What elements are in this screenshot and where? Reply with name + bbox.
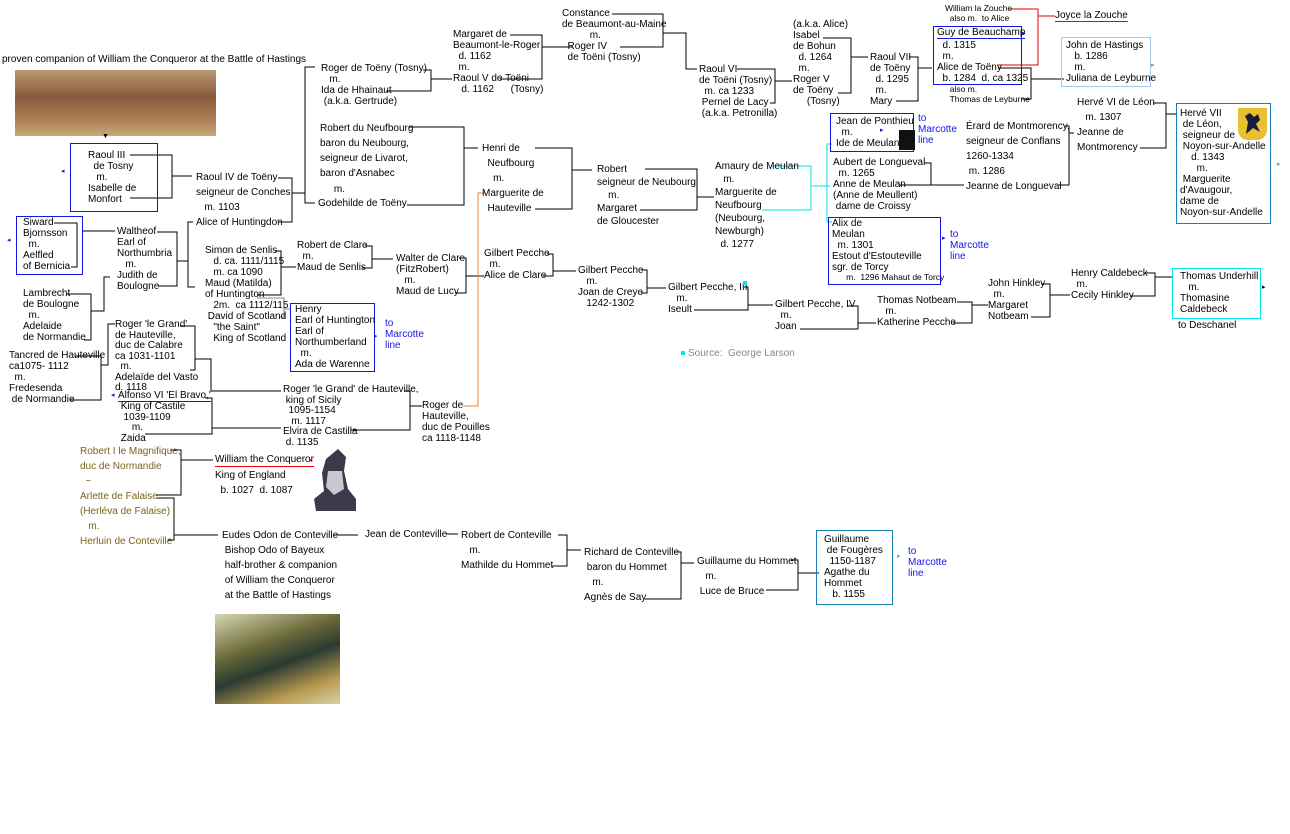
person-waltheof[interactable]: Waltheof Earl of Northumbria m. Judith d… [117,226,173,292]
scotland-connector [257,297,290,318]
right-arrow-icon[interactable]: ▸ [1022,30,1026,37]
person-raoul6[interactable]: Raoul VI de Toëni (Tosny) m. ca 1233 Per… [699,64,778,119]
siward-box [16,216,83,275]
person-henry-huntington[interactable]: Henry Earl of Huntington Earl of Northum… [295,304,376,370]
person-robert-conteville[interactable]: Robert de Conteville m. Mathilde du Homm… [461,530,554,571]
person-john-hinkley[interactable]: John Hinkley m. Margaret Notbeam [988,278,1046,322]
person-william-conqueror[interactable]: William the Conqueror [215,454,314,467]
person-aubert[interactable]: Aubert de Longueval m. 1265 Anne de Meul… [833,157,926,212]
henry-box [290,303,375,372]
person-lambrecht[interactable]: Lambrecht de Boulogne m. Adelaide de Nor… [23,288,86,343]
person-henry-caldebeck[interactable]: Henry Caldebeck m. Cecily Hinkley [1071,268,1148,301]
person-tancred[interactable]: Tancred de Hauteville ca1075- 1112 m. Fr… [9,350,106,405]
person-margaret-beaumont[interactable]: Margaret de Beaumont-le-Roger d. 1162 m.… [453,29,544,95]
person-mahaut[interactable]: m. 1296 Mahaut de Torcy [832,272,945,282]
person-thomas-leyburne[interactable]: also m. Thomas de Leyburne [949,84,1030,104]
person-guillaume-fougeres[interactable]: Guillaume de Fougères 1150-1187 Agathe d… [824,534,883,600]
to-marcotte-link[interactable]: to Marcotte line [908,546,947,579]
person-isabel-bohun[interactable]: (a.k.a. Alice) Isabel de Bohun d. 1264 m… [793,19,849,107]
person-thomas-notbeam[interactable]: Thomas Notbeam m. Katherine Pecche [877,295,957,328]
person-herve6[interactable]: Hervé VI de Léon m. 1307 Jeanne de Montm… [1077,97,1155,153]
person-joyce-zouche[interactable]: Joyce la Zouche [1055,10,1128,22]
raoul3-box [70,143,158,212]
right-arrow-icon[interactable]: ▸ [1262,284,1266,291]
right-arrow-icon[interactable]: ▸ [1151,62,1155,69]
family-connectors [54,13,1176,600]
person-alfonso[interactable]: Alfonso VI 'El Bravo,' [118,390,211,402]
right-arrow-icon[interactable]: ▸ [309,457,313,464]
right-arrow-icon[interactable]: ▸ [1277,161,1281,168]
hauteville-connector [463,192,486,407]
person-gilbert-pecche-1[interactable]: Gilbert Pecche m. Alice de Clare [484,248,550,281]
person-robert-magnifique[interactable]: Robert I le Magnifique, duc de Normandie… [80,446,181,547]
right-arrow-icon[interactable]: ▸ [942,235,946,242]
beauchamp-box [933,26,1022,85]
person-godehilde[interactable]: Godehilde de Toëny [318,198,407,209]
person-raoul4[interactable]: Raoul IV de Toëny seigneur de Conches m.… [196,172,291,228]
person-roger-pouilles[interactable]: Roger de Hauteville, duc de Pouilles ca … [422,400,490,444]
zouche-connector [998,8,1055,66]
person-gilbert-pecche-2[interactable]: Gilbert Pecche m. Joan de Creye 1242-130… [578,265,644,309]
fougeres-box [816,530,893,605]
alix-box [828,217,941,285]
person-gilbert-pecche-3[interactable]: Gilbert Pecche, III m. Iseult [668,282,748,315]
to-marcotte-link[interactable]: to Marcotte line [918,113,957,146]
william-title: King of England b. 1027 d. 1087 [215,470,293,496]
person-siward[interactable]: Siward Bjornsson m. Aelfled of Bernicia [23,217,71,272]
person-robert-seigneur[interactable]: Robert seigneur de Neubourg m. Margaret … [597,164,696,227]
source-marker-icon [743,281,747,285]
person-robert-neufbourg[interactable]: Robert du Neufbourg baron du Neubourg, s… [320,123,414,179]
right-arrow-icon[interactable]: ▸ [880,127,884,134]
person-eudes-odon[interactable]: Eudes Odon de Conteville Bishop Odo of B… [222,530,339,601]
person-erard[interactable]: Érard de Montmorency, seigneur de Confla… [966,121,1070,192]
person-guillaume-hommet[interactable]: Guillaume du Hommet m. Luce de Bruce [697,556,797,597]
left-arrow-icon[interactable]: ◂ [7,237,11,244]
person-jean-ponthieu[interactable]: Jean de Ponthieu m. Ide de Meulan [836,116,914,149]
right-arrow-icon[interactable]: ▸ [374,333,378,340]
person-gilbert-pecche-4[interactable]: Gilbert Pecche, IV m. Joan [775,299,856,332]
person-william-zouche[interactable]: William la Zouche also m. to Alice [945,3,1013,23]
person-thomas-underhill[interactable]: Thomas Underhill m. Thomasine Caldebeck [1180,271,1259,315]
to-deschanel-link[interactable]: to Deschanel [1178,320,1237,331]
left-arrow-icon[interactable]: ◂ [111,392,115,399]
person-alix[interactable]: Alix de Meulan m. 1301 Estout d'Estoutev… [832,218,922,273]
person-guy-beauchamp[interactable]: Guy de Beauchamp [937,27,1026,39]
person-henri-neufbourg[interactable]: Henri de Neufbourg m. Marguerite de Haut… [482,143,544,214]
william-portrait-image [312,449,358,515]
person-raoul7[interactable]: Raoul VII de Toëny d. 1295 m. Mary [870,52,912,107]
source-credit: Source: George Larson [688,348,795,359]
person-roger-toeny[interactable]: Roger de Toëny (Tosny) m. Ida de Hhainau… [321,63,427,107]
leon-coat-of-arms-icon [1238,108,1267,140]
left-arrow-icon[interactable]: ◂ [61,168,65,175]
source-marker-icon [681,351,685,355]
person-john-hastings[interactable]: John de Hastings b. 1286 m. Juliana de L… [1066,40,1157,84]
person-robert-clare[interactable]: Robert de Clare m. Maud de Senlis [297,240,368,273]
ponthieu-coat-of-arms-icon [899,130,915,150]
person-walter-clare[interactable]: Walter de Clare (FitzRobert) m. Maud de … [396,253,466,297]
hastings-caption: proven companion of William the Conquero… [2,54,307,65]
underhill-box [1172,268,1261,319]
person-alice-toeny[interactable]: d. 1315 m. Alice de Toëny b. 1284 d. ca … [937,40,1029,84]
person-roger-calabre[interactable]: Roger 'le Grand' de Hauteville, duc de C… [115,319,199,393]
person-simon-senlis[interactable]: Simon de Senlis d. ca. 1111/1115 m. ca 1… [205,245,289,344]
person-zaida[interactable]: King of Castile 1039-1109 m. Zaida [120,401,186,444]
person-constance[interactable]: Constance de Beaumont-au-Maine m. Roger … [562,8,667,63]
person-herve7[interactable]: Hervé VII de Léon, seigneur de Noyon-sur… [1180,108,1266,218]
hastings-box [1061,37,1151,87]
right-arrow-icon[interactable]: ▸ [897,553,901,560]
person-jean-conteville[interactable]: Jean de Conteville [365,529,448,540]
person-amaury[interactable]: Amaury de Meulan m. Marguerite de Neufbo… [715,161,799,250]
to-marcotte-link[interactable]: to Marcotte line [385,318,424,351]
person-richard-conteville[interactable]: Richard de Conteville baron du Hommet m.… [584,547,680,603]
herve7-box [1176,103,1271,224]
right-arrow-icon[interactable]: ▸ [1123,14,1127,21]
person-roger-sicily[interactable]: Roger 'le Grand' de Hauteville, king of … [283,384,419,448]
marriage-label: m. [320,184,345,195]
meulan-connector [762,143,832,223]
down-arrow-icon: ▼ [102,133,109,140]
bayeux-tapestry-image [15,70,216,136]
bayeux-tapestry-image [215,614,340,704]
person-raoul3[interactable]: Raoul III de Tosny m. Isabelle de Monfor… [88,150,137,205]
to-marcotte-link[interactable]: to Marcotte line [950,229,989,262]
